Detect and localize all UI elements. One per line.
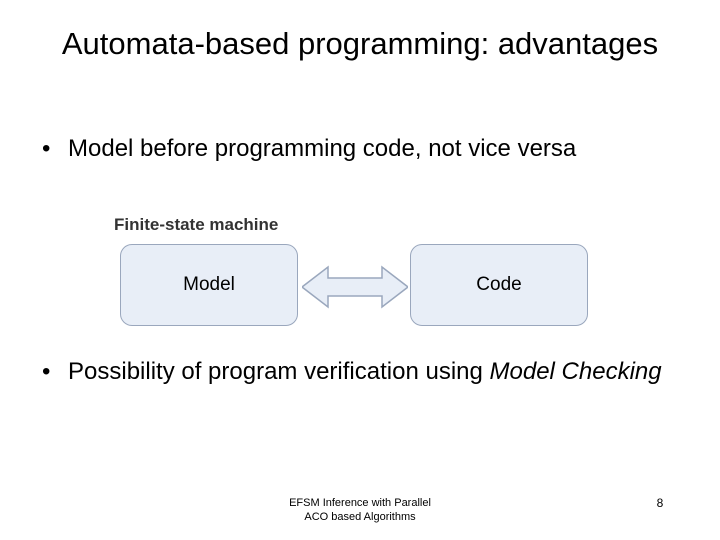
page-number: 8 (656, 496, 664, 510)
diagram-box-model-label: Model (183, 274, 235, 295)
diagram-box-model: Model (120, 244, 298, 326)
footer-line-1: EFSM Inference with Parallel (289, 497, 431, 509)
diagram-box-code-label: Code (476, 274, 522, 295)
bullet-text: Possibility of program verification usin… (68, 358, 490, 385)
diagram-box-code: Code (410, 244, 588, 326)
bullet-text-emphasis: Model Checking (489, 358, 662, 385)
bullet-list-first: • Model before programming code, not vic… (28, 133, 678, 164)
page-title: Automata-based programming: advantages (61, 26, 659, 61)
bullet-list-second: • Possibility of program verification us… (28, 356, 678, 387)
diagram-caption: Finite-state machine (114, 215, 279, 234)
double-headed-arrow-icon (300, 265, 410, 309)
footer-text: EFSM Inference with Parallel ACO based A… (180, 496, 540, 524)
bullet-text: Model before programming code, not vice … (68, 135, 577, 162)
bullet-marker-icon: • (42, 358, 51, 385)
model-code-diagram: Finite-state machine Model Code (80, 215, 640, 345)
list-item: • Model before programming code, not vic… (28, 133, 678, 164)
list-item: • Possibility of program verification us… (28, 356, 678, 387)
bullet-marker-icon: • (42, 135, 51, 162)
footer-line-2: ACO based Algorithms (304, 511, 416, 523)
